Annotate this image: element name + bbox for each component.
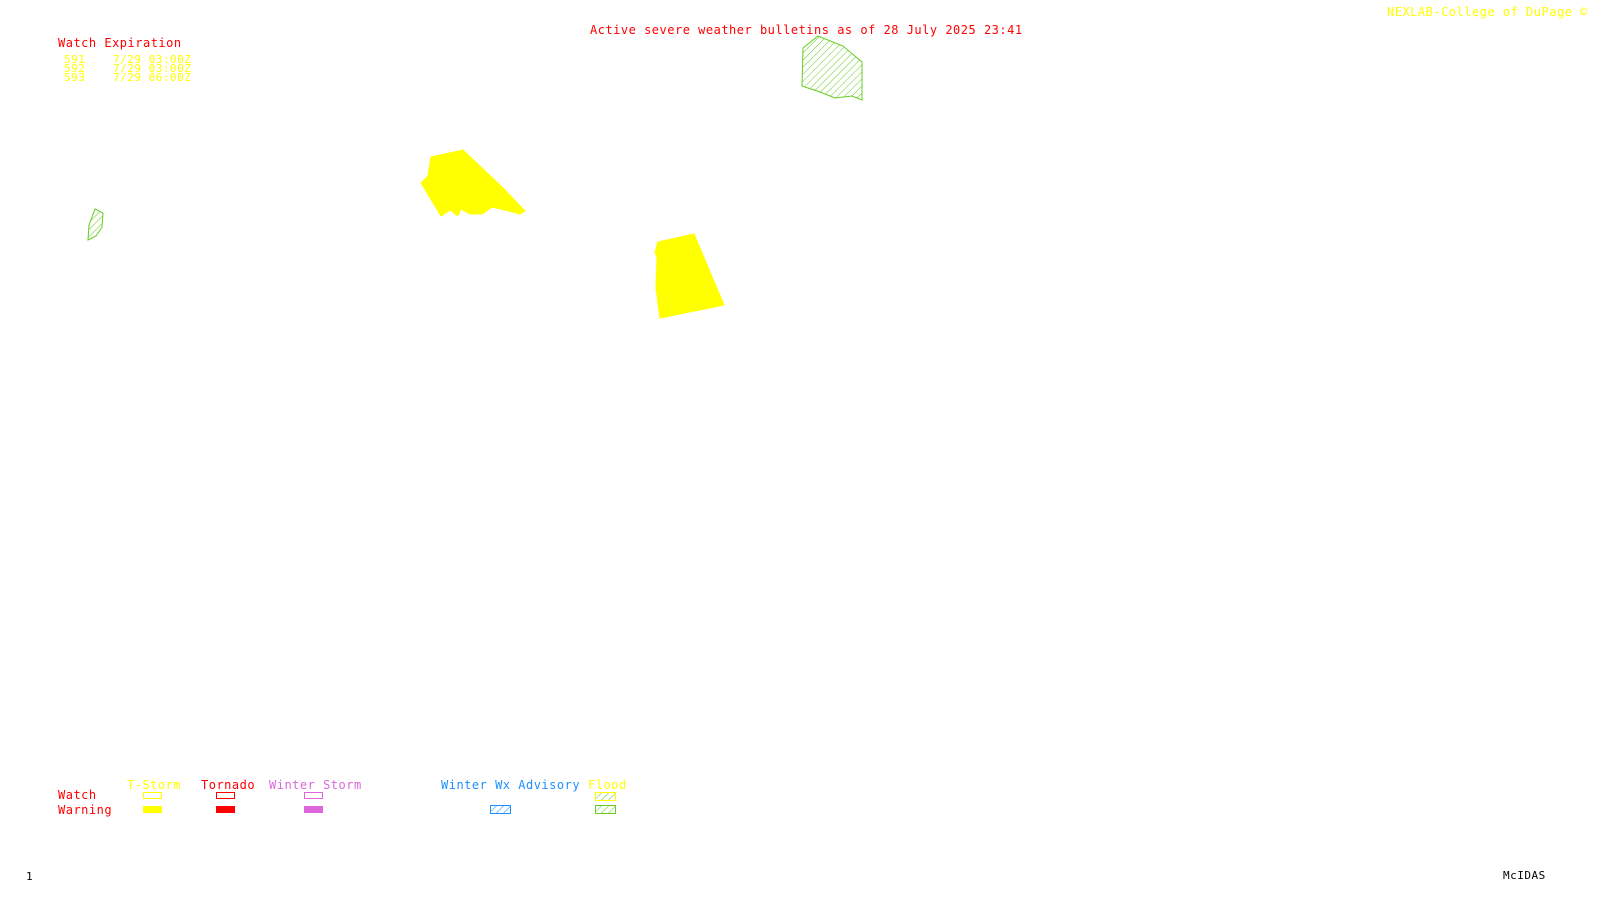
legend-winter-storm-warning-swatch (304, 806, 323, 813)
bulletin-title: Active severe weather bulletins as of 28… (590, 23, 1023, 37)
software-label: McIDAS (1503, 869, 1546, 882)
legend-warning-label: Warning (58, 803, 113, 817)
flood-warning-area (87, 208, 104, 241)
watch-expiry: 7/29 06:00Z (113, 71, 192, 84)
legend-tstorm-label: T-Storm (127, 778, 182, 792)
credit-label: NEXLAB-College of DuPage © (1387, 5, 1588, 19)
legend-tstorm-watch-swatch (143, 792, 162, 799)
legend-tornado-label: Tornado (201, 778, 256, 792)
watch-expiry: 7/29 03:00Z (113, 53, 192, 66)
legend-flood-watch-swatch (595, 792, 616, 801)
frame-number: 1 (26, 870, 34, 883)
legend-watch-label: Watch (58, 788, 97, 802)
legend-winter-advisory-warning-swatch (490, 805, 511, 814)
legend-flood-label: Flood (588, 778, 627, 792)
legend-winter-storm-label: Winter Storm (269, 778, 362, 792)
tstorm-warning-area (420, 149, 526, 217)
legend-tstorm-warning-swatch (143, 806, 162, 813)
flood-warning-area (801, 35, 863, 101)
watch-id: 593 (64, 71, 86, 84)
legend-winter-advisory-label: Winter Wx Advisory (441, 778, 581, 792)
legend-flood-warning-swatch (595, 805, 616, 814)
legend-winter-storm-watch-swatch (304, 792, 323, 799)
watch-id: 591 (64, 53, 86, 66)
legend-tornado-watch-swatch (216, 792, 235, 799)
watch-id: 592 (64, 62, 86, 75)
watch-expiration-heading: Watch Expiration (58, 36, 182, 50)
tstorm-warning-area (654, 233, 725, 319)
legend-tornado-warning-swatch (216, 806, 235, 813)
watch-expiry: 7/29 03:00Z (113, 62, 192, 75)
